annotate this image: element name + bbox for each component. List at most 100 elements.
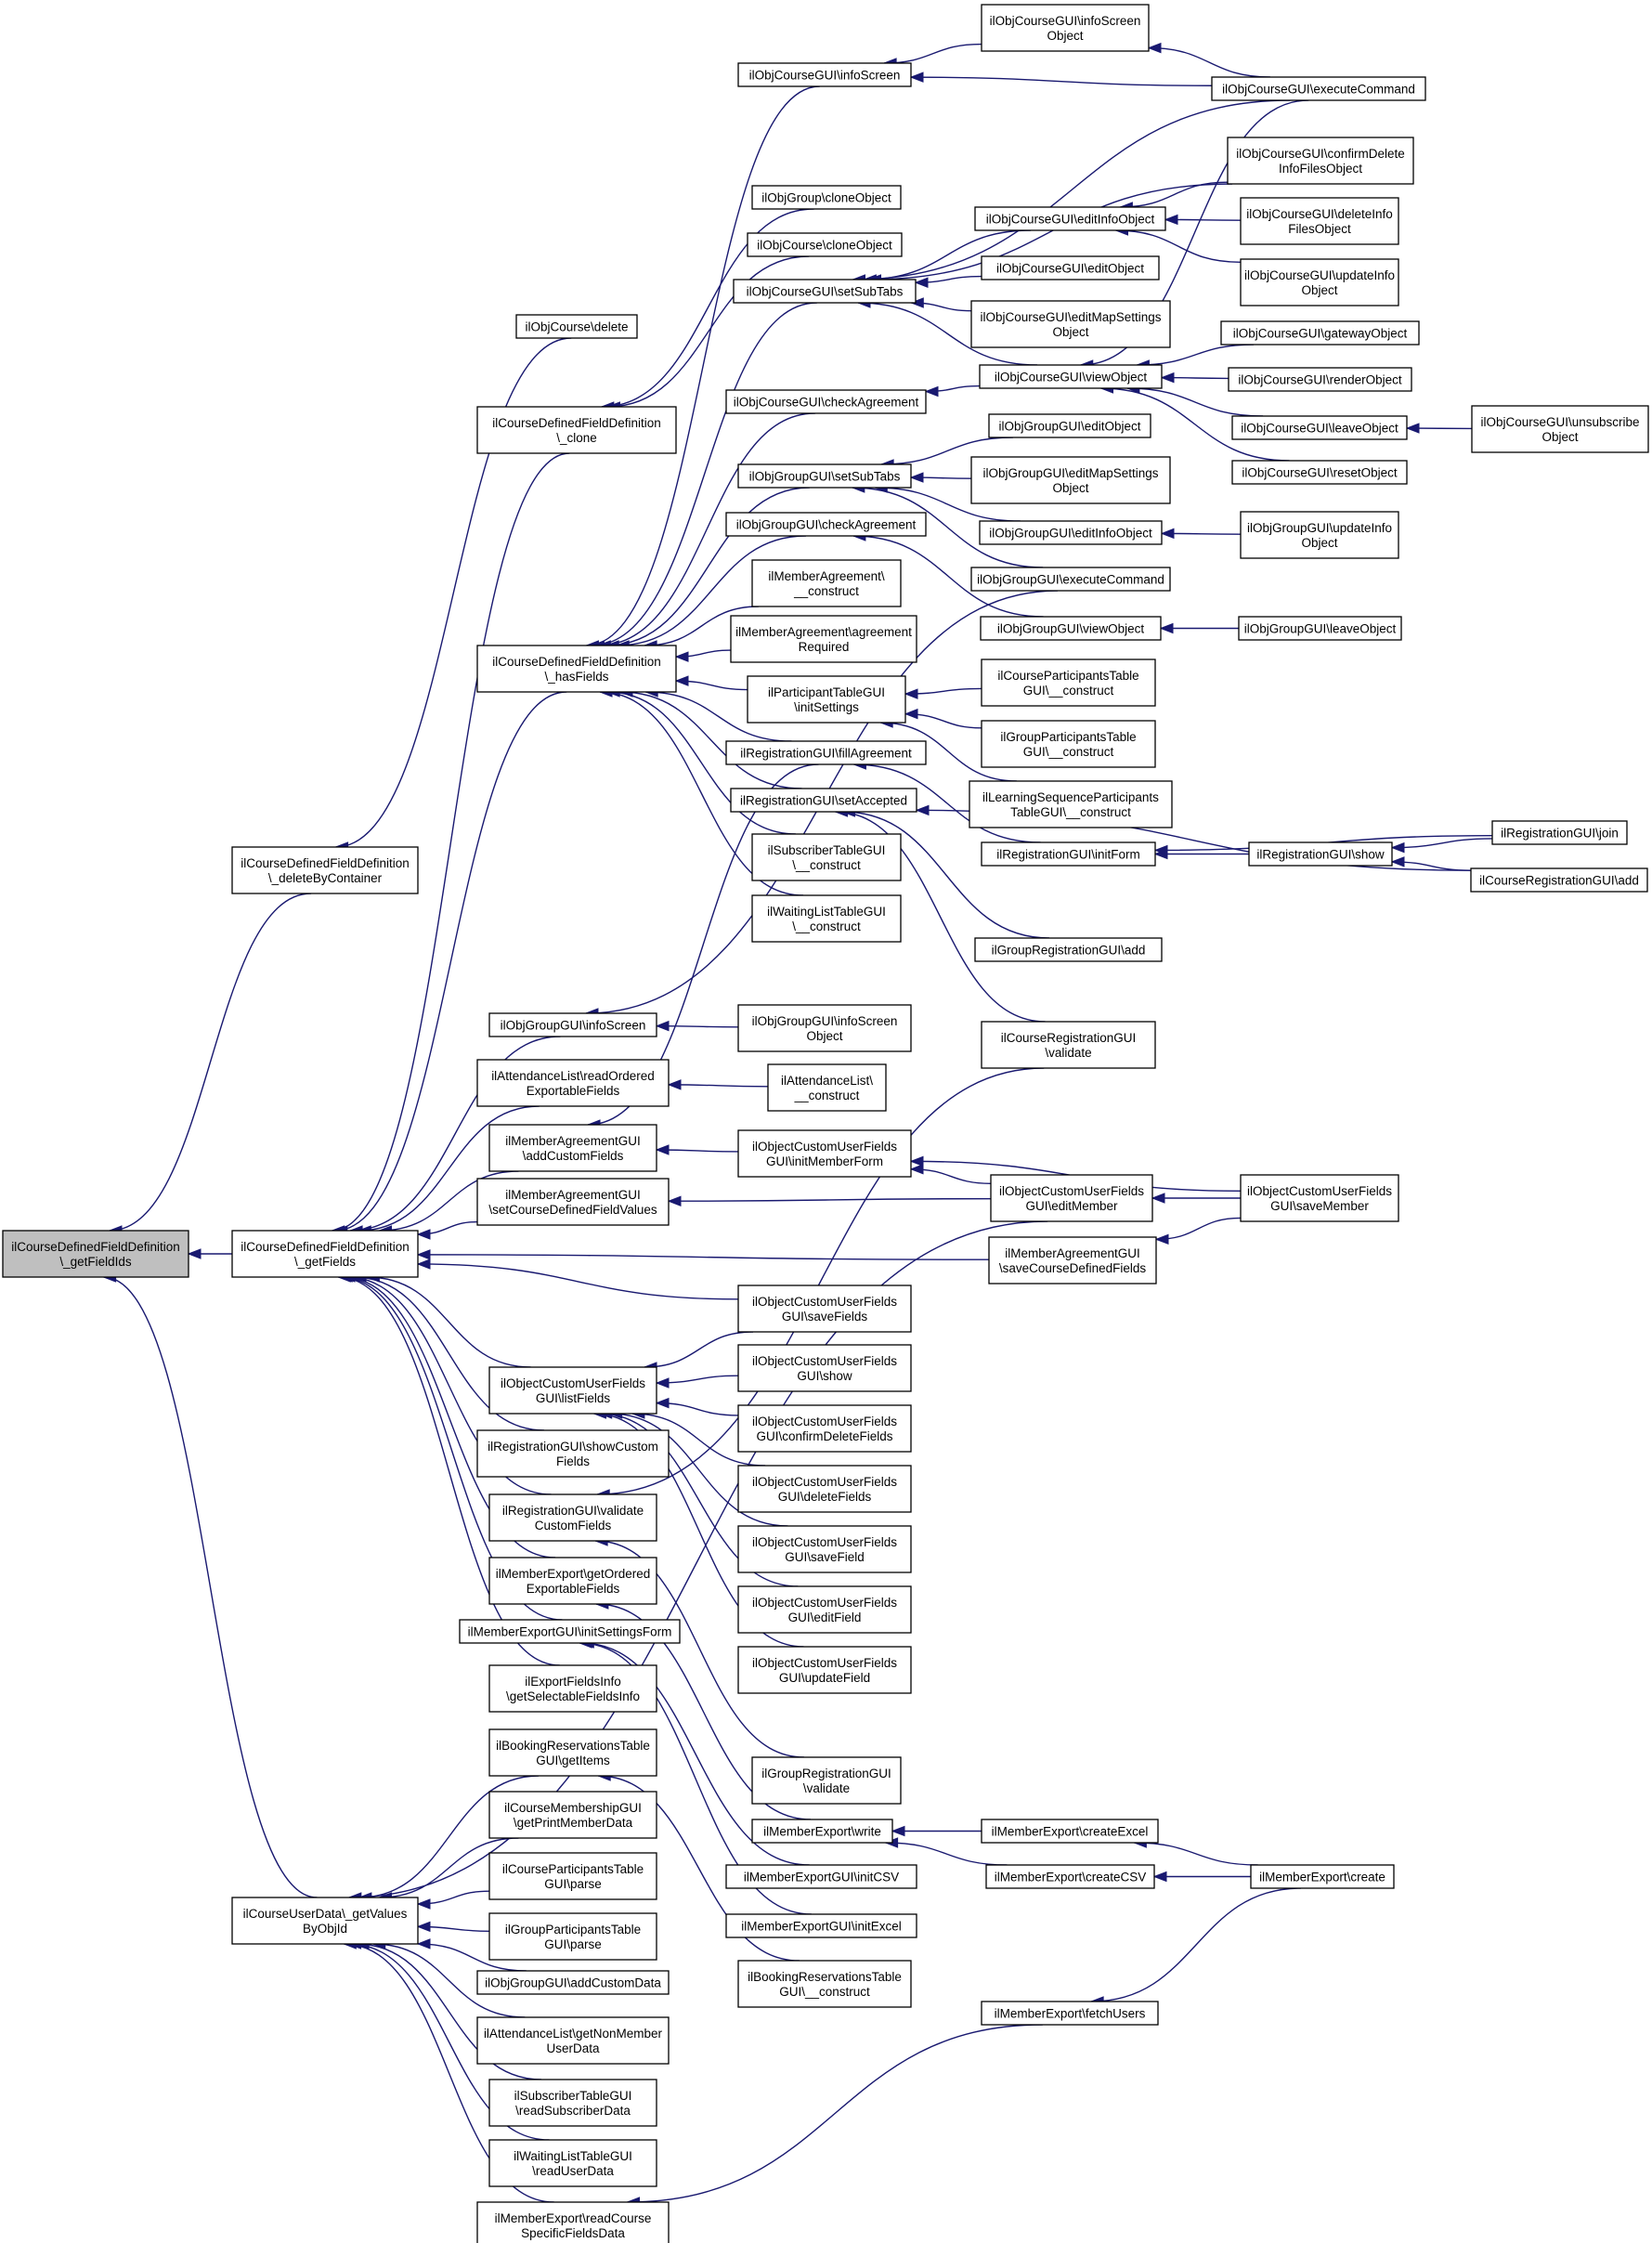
node-grp-set-sub-tabs[interactable]: ilObjGroupGUI\setSubTabs bbox=[737, 463, 912, 489]
node-att-construct[interactable]: ilAttendanceList\__construct bbox=[767, 1063, 887, 1112]
node-crg-validate[interactable]: ilCourseRegistrationGUI\validate bbox=[981, 1021, 1156, 1069]
node-crs-clone-object[interactable]: ilObjCourse\cloneObject bbox=[747, 232, 903, 257]
node-ptg-init-settings[interactable]: ilParticipantTableGUI\initSettings bbox=[747, 675, 906, 724]
node-box bbox=[737, 1525, 912, 1573]
node-delete-by-container[interactable]: ilCourseDefinedFieldDefinition\_deleteBy… bbox=[231, 846, 419, 894]
node-label-line: __construct bbox=[794, 1089, 860, 1102]
node-reg-set-accepted[interactable]: ilRegistrationGUI\setAccepted bbox=[730, 788, 917, 813]
node-crs-check-agreement[interactable]: ilObjCourseGUI\checkAgreement bbox=[725, 389, 927, 414]
node-crs-info-screen[interactable]: ilObjCourseGUI\infoScreen bbox=[737, 62, 912, 87]
node-crs-edit-object[interactable]: ilObjCourseGUI\editObject bbox=[981, 255, 1160, 280]
node-meg-init-excel[interactable]: ilMemberExportGUI\initExcel bbox=[725, 1913, 917, 1938]
node-ma-construct[interactable]: ilMemberAgreement\__construct bbox=[751, 559, 902, 607]
node-ma-save-course-defined[interactable]: ilMemberAgreementGUI\saveCourseDefinedFi… bbox=[988, 1236, 1157, 1285]
node-grp-edit-info-object[interactable]: ilObjGroupGUI\editInfoObject bbox=[979, 520, 1163, 545]
node-efi-get-selectable[interactable]: ilExportFieldsInfo\getSelectableFieldsIn… bbox=[488, 1664, 657, 1713]
node-grp-view-object[interactable]: ilObjGroupGUI\viewObject bbox=[980, 616, 1162, 641]
node-layer: ilCourseDefinedFieldDefinition\_getField… bbox=[2, 4, 1649, 2243]
node-crs-gateway[interactable]: ilObjCourseGUI\gatewayObject bbox=[1220, 320, 1420, 346]
node-crg-add[interactable]: ilCourseRegistrationGUI\add bbox=[1470, 867, 1648, 893]
node-label-line: \setCourseDefinedFieldValues bbox=[488, 1203, 657, 1217]
node-label-line: \validate bbox=[803, 1781, 850, 1795]
node-lspt-construct[interactable]: ilLearningSequenceParticipantsTableGUI\_… bbox=[969, 780, 1173, 828]
node-get-fields[interactable]: ilCourseDefinedFieldDefinition\_getField… bbox=[231, 1230, 419, 1278]
node-ma-add-custom-fields[interactable]: ilMemberAgreementGUI\addCustomFields bbox=[488, 1124, 657, 1172]
node-meg-init-settings[interactable]: ilMemberExportGUI\initSettingsForm bbox=[459, 1619, 681, 1644]
node-crs-reset[interactable]: ilObjCourseGUI\resetObject bbox=[1231, 460, 1408, 485]
node-clone[interactable]: ilCourseDefinedFieldDefinition\_clone bbox=[476, 406, 677, 454]
node-cmg-get-print[interactable]: ilCourseMembershipGUI\getPrintMemberData bbox=[488, 1791, 657, 1839]
node-me-read-course[interactable]: ilMemberExport\readCourseSpecificFieldsD… bbox=[476, 2201, 670, 2243]
node-ocuf-init-member-form[interactable]: ilObjectCustomUserFieldsGUI\initMemberFo… bbox=[737, 1129, 912, 1178]
node-stg-read-sub[interactable]: ilSubscriberTableGUI\readSubscriberData bbox=[488, 2079, 657, 2127]
node-stg-construct[interactable]: ilSubscriberTableGUI\__construct bbox=[751, 833, 902, 881]
node-grp-edit-object[interactable]: ilObjGroupGUI\editObject bbox=[988, 413, 1151, 438]
node-label-line: GUI\editMember bbox=[1025, 1199, 1118, 1213]
node-box bbox=[488, 1728, 657, 1777]
node-has-fields[interactable]: ilCourseDefinedFieldDefinition\_hasField… bbox=[476, 645, 677, 693]
node-grp-leave[interactable]: ilObjGroupGUI\leaveObject bbox=[1238, 616, 1402, 641]
node-reg-init-form[interactable]: ilRegistrationGUI\initForm bbox=[981, 841, 1156, 867]
node-reg-join[interactable]: ilRegistrationGUI\join bbox=[1491, 820, 1628, 845]
node-crs-execute-command[interactable]: ilObjCourseGUI\executeCommand bbox=[1211, 76, 1426, 101]
node-reg-show[interactable]: ilRegistrationGUI\show bbox=[1248, 841, 1393, 867]
node-me-create-excel[interactable]: ilMemberExport\createExcel bbox=[981, 1819, 1159, 1844]
node-grp-check-agreement[interactable]: ilObjGroupGUI\checkAgreement bbox=[725, 512, 927, 537]
node-crs-leave[interactable]: ilObjCourseGUI\leaveObject bbox=[1231, 415, 1408, 440]
node-crs-confirm-delete[interactable]: ilObjCourseGUI\confirmDeleteInfoFilesObj… bbox=[1227, 137, 1414, 185]
node-meg-init-csv[interactable]: ilMemberExportGUI\initCSV bbox=[725, 1864, 917, 1889]
node-grp-info-screen[interactable]: ilObjGroupGUI\infoScreen bbox=[488, 1012, 657, 1037]
node-crs-view-object[interactable]: ilObjCourseGUI\viewObject bbox=[979, 364, 1163, 389]
node-wlt-read-user[interactable]: ilWaitingListTableGUI\readUserData bbox=[488, 2139, 657, 2187]
node-att-read-ordered[interactable]: ilAttendanceList\readOrderedExportableFi… bbox=[476, 1059, 670, 1107]
node-grg-add[interactable]: ilGroupRegistrationGUI\add bbox=[974, 937, 1163, 962]
node-reg-fill-agreement[interactable]: ilRegistrationGUI\fillAgreement bbox=[725, 740, 927, 765]
node-me-write[interactable]: ilMemberExport\write bbox=[751, 1819, 893, 1844]
node-me-create-csv[interactable]: ilMemberExport\createCSV bbox=[985, 1864, 1155, 1889]
node-me-create[interactable]: ilMemberExport\create bbox=[1250, 1864, 1395, 1889]
node-brt-construct[interactable]: ilBookingReservationsTableGUI\__construc… bbox=[737, 1960, 912, 2008]
node-crs-edit-info-object[interactable]: ilObjCourseGUI\editInfoObject bbox=[974, 206, 1166, 231]
node-me-fetch-users[interactable]: ilMemberExport\fetchUsers bbox=[981, 2001, 1159, 2026]
node-crs-set-sub-tabs[interactable]: ilObjCourseGUI\setSubTabs bbox=[733, 279, 917, 304]
node-wlt-construct[interactable]: ilWaitingListTableGUI\__construct bbox=[751, 894, 902, 943]
node-grg-validate[interactable]: ilGroupRegistrationGUI\validate bbox=[751, 1756, 902, 1805]
node-ma-set-course-defined[interactable]: ilMemberAgreementGUI\setCourseDefinedFie… bbox=[476, 1178, 670, 1226]
node-ocuf-confirm-delete[interactable]: ilObjectCustomUserFieldsGUI\confirmDelet… bbox=[737, 1404, 912, 1453]
node-crs-render[interactable]: ilObjCourseGUI\renderObject bbox=[1228, 367, 1412, 392]
node-obj-course-delete[interactable]: ilObjCourse\delete bbox=[515, 314, 638, 339]
node-root[interactable]: ilCourseDefinedFieldDefinition\_getField… bbox=[2, 1230, 189, 1278]
node-grp-execute-command[interactable]: ilObjGroupGUI\executeCommand bbox=[970, 567, 1171, 592]
node-me-get-ordered[interactable]: ilMemberExport\getOrderedExportableField… bbox=[488, 1557, 657, 1605]
node-grp-clone-object[interactable]: ilObjGroup\cloneObject bbox=[751, 185, 902, 210]
edge-line bbox=[842, 811, 1050, 939]
node-grp-add-custom-data[interactable]: ilObjGroupGUI\addCustomData bbox=[476, 1970, 670, 1995]
